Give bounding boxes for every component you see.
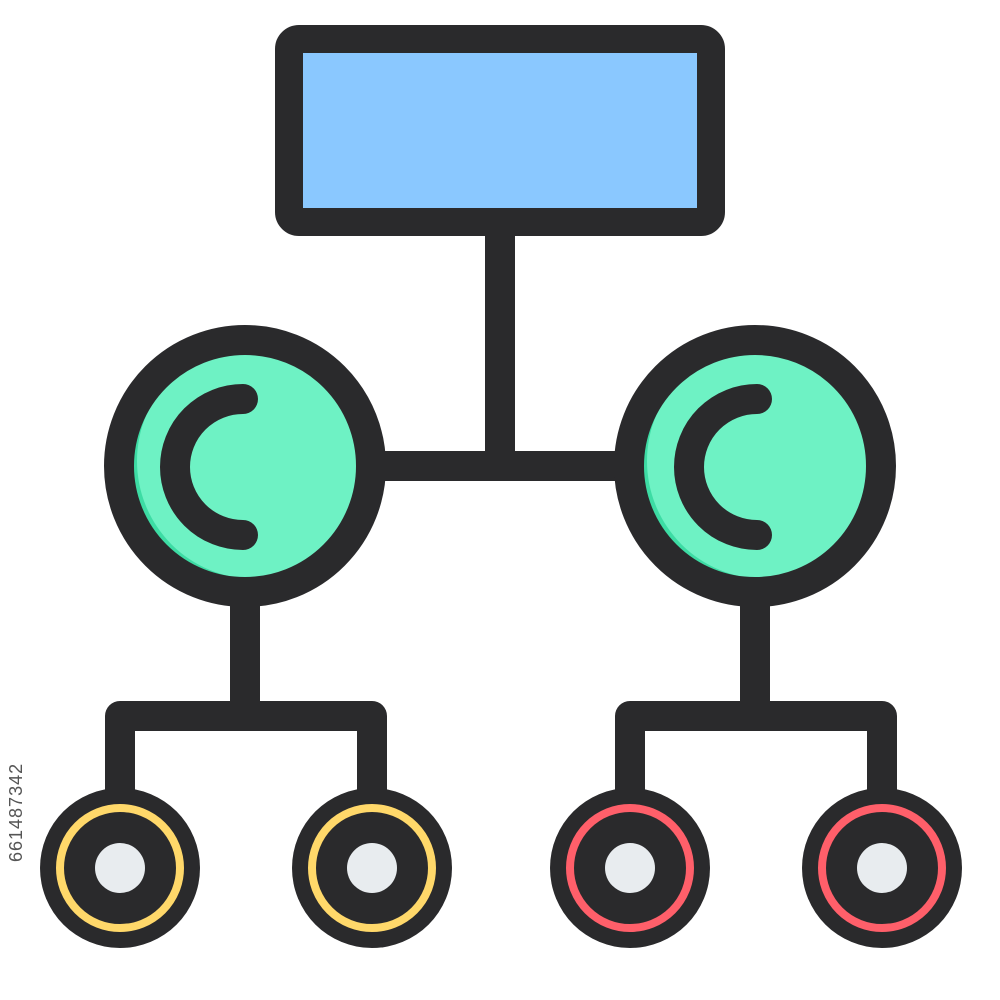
root-connector (365, 210, 635, 481)
leaf-node-3 (550, 788, 710, 948)
mid-node-right (614, 325, 896, 607)
leaf-node-1 (40, 788, 200, 948)
left-branch-connector (105, 585, 387, 805)
root-node (275, 25, 725, 236)
watermark-side-id: 661487342 (6, 762, 26, 862)
node-c-mark-right (674, 384, 772, 550)
leaf-node-2 (292, 788, 452, 948)
right-branch-connector (615, 585, 897, 805)
leaf-node-4 (802, 788, 962, 948)
mid-node-left (104, 325, 386, 607)
node-c-mark-left (160, 384, 258, 550)
